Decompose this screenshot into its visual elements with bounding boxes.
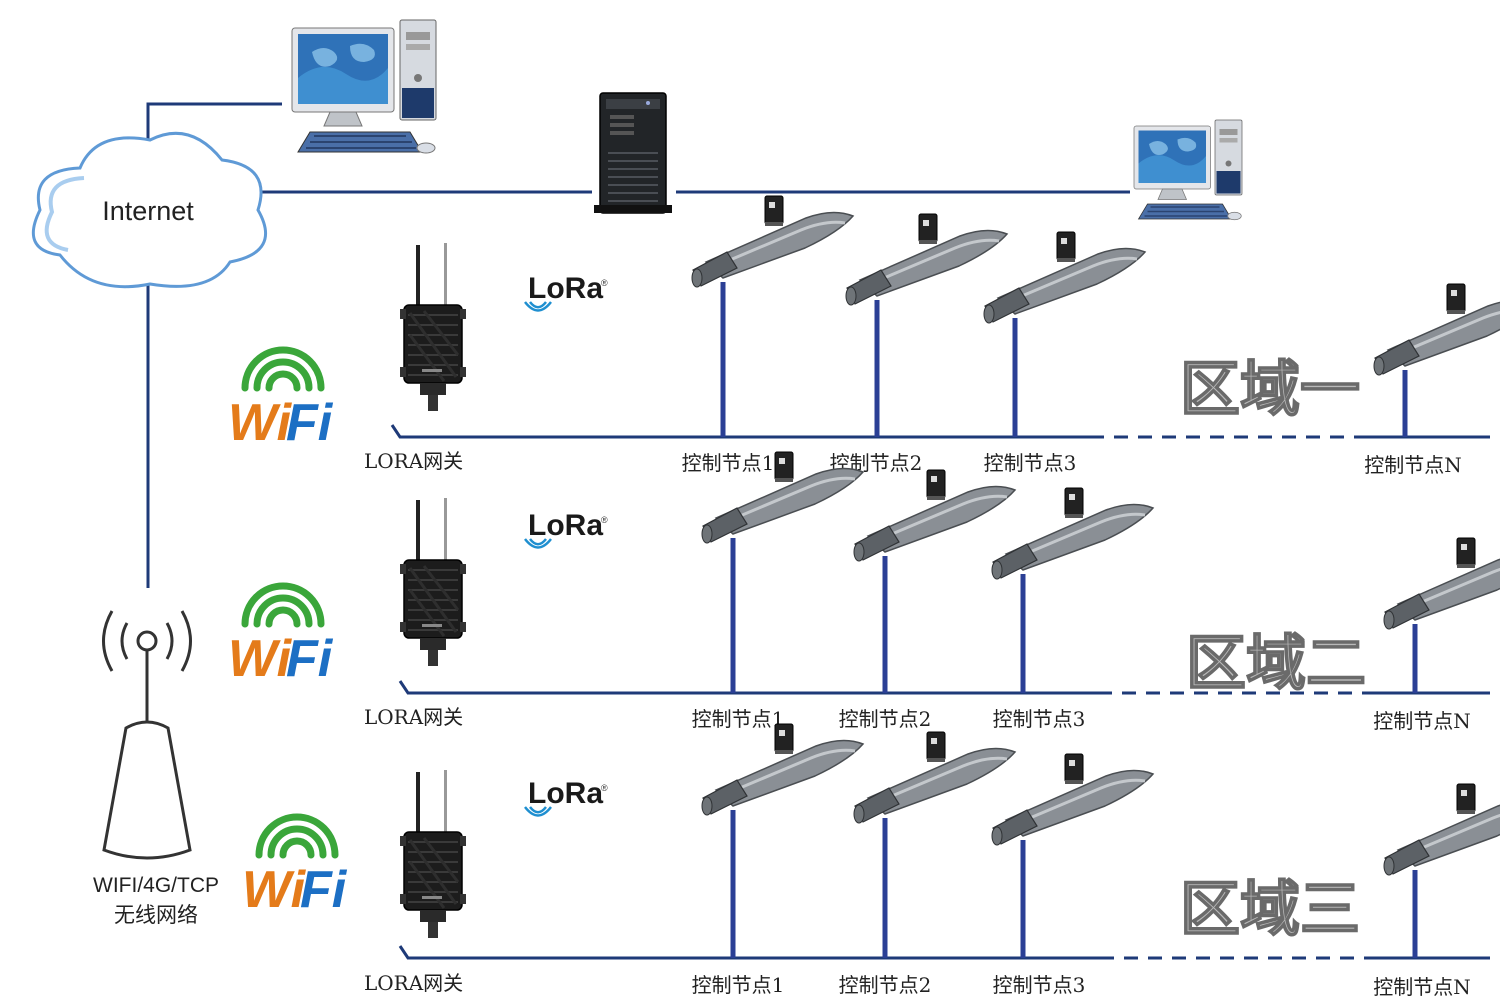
desktop-computer-icon xyxy=(291,19,437,154)
backbone-lines xyxy=(146,102,1130,588)
control-node-3 xyxy=(990,752,1155,958)
street-lamp-icon xyxy=(852,730,1017,825)
control-node-2 xyxy=(852,468,1017,693)
server-icon xyxy=(593,92,673,214)
gateway-label: LORA网关 xyxy=(364,971,463,995)
lora-gateway-icon xyxy=(398,768,468,940)
wifi-text-fi: Fi xyxy=(286,394,334,452)
street-lamp-icon xyxy=(844,212,1009,307)
lora-registered-mark: ® xyxy=(601,515,608,525)
street-lamp-icon xyxy=(1372,282,1500,377)
lamp-pole xyxy=(882,556,888,693)
control-node-3 xyxy=(990,486,1155,693)
wifi-text-fi: Fi xyxy=(300,861,348,919)
bus-line-solid xyxy=(390,424,1090,439)
street-lamp-icon xyxy=(1382,782,1500,877)
lora-logo-icon: LoRa® xyxy=(524,777,608,817)
bus-line-solid xyxy=(398,680,1098,695)
bus-line-solid xyxy=(398,945,1100,960)
zone-name: 区域二 xyxy=(1186,629,1366,699)
wireless-label-2: 无线网络 xyxy=(114,904,198,927)
street-lamp-icon xyxy=(690,194,855,289)
node-label: 控制节点3 xyxy=(993,973,1086,997)
control-node-1 xyxy=(690,194,855,437)
node-label: 控制节点2 xyxy=(839,707,932,731)
node-label-n: 控制节点N xyxy=(1364,453,1462,477)
lamp-pole xyxy=(730,810,736,958)
control-node-1 xyxy=(700,450,865,693)
lamp-pole xyxy=(1412,624,1418,693)
lora-gateway-icon xyxy=(398,241,468,413)
street-lamp-icon xyxy=(852,468,1017,563)
wifi-text-wi: Wi xyxy=(228,630,293,688)
lora-logo-text: LoRa xyxy=(528,777,603,810)
internet-cloud-icon xyxy=(31,131,268,289)
lamp-pole xyxy=(1012,318,1018,437)
street-lamp-icon xyxy=(1382,536,1500,631)
control-node-3 xyxy=(982,230,1147,437)
wifi-text-fi: Fi xyxy=(286,630,334,688)
lamp-pole xyxy=(1402,370,1408,437)
lora-gateway-icon xyxy=(398,496,468,668)
wifi-text-wi: Wi xyxy=(228,394,293,452)
lora-logo-icon: LoRa® xyxy=(524,272,608,312)
node-label: 控制节点1 xyxy=(682,451,775,475)
control-node-1 xyxy=(700,722,865,958)
lamp-pole xyxy=(1412,870,1418,958)
street-lamp-icon xyxy=(700,722,865,817)
lamp-pole xyxy=(882,818,888,958)
lamp-pole xyxy=(1020,574,1026,693)
lamp-pole xyxy=(874,300,880,437)
node-label: 控制节点1 xyxy=(692,973,785,997)
internet-label: Internet xyxy=(102,196,194,226)
node-label-n: 控制节点N xyxy=(1373,709,1471,733)
desktop-computer-icon-2 xyxy=(1133,119,1243,221)
node-label-n: 控制节点N xyxy=(1373,975,1471,999)
lamp-pole xyxy=(730,538,736,693)
node-label: 控制节点3 xyxy=(984,451,1077,475)
control-node-n xyxy=(1372,282,1500,437)
node-label: 控制节点3 xyxy=(993,707,1086,731)
lora-registered-mark: ® xyxy=(601,783,608,793)
control-node-2 xyxy=(852,730,1017,958)
lamp-pole xyxy=(1020,840,1026,958)
wireless-tower-icon xyxy=(102,610,192,860)
street-lamp-icon xyxy=(990,752,1155,847)
zone-name: 区域一 xyxy=(1180,355,1360,425)
lora-registered-mark: ® xyxy=(601,278,608,288)
node-label: 控制节点1 xyxy=(692,707,785,731)
lamp-pole xyxy=(720,282,726,437)
node-label: 控制节点2 xyxy=(839,973,932,997)
street-lamp-icon xyxy=(982,230,1147,325)
zone-name: 区域三 xyxy=(1180,875,1360,945)
control-node-2 xyxy=(844,212,1009,437)
lora-logo-text: LoRa xyxy=(528,272,603,305)
lora-logo-text: LoRa xyxy=(528,509,603,542)
control-node-n xyxy=(1382,782,1500,958)
lora-logo-icon: LoRa® xyxy=(524,509,608,549)
wifi-text-wi: Wi xyxy=(242,861,307,919)
control-node-n xyxy=(1382,536,1500,693)
gateway-label: LORA网关 xyxy=(364,449,463,473)
street-lamp-icon xyxy=(990,486,1155,581)
gateway-label: LORA网关 xyxy=(364,705,463,729)
wireless-label-1: WIFI/4G/TCP xyxy=(93,874,219,897)
